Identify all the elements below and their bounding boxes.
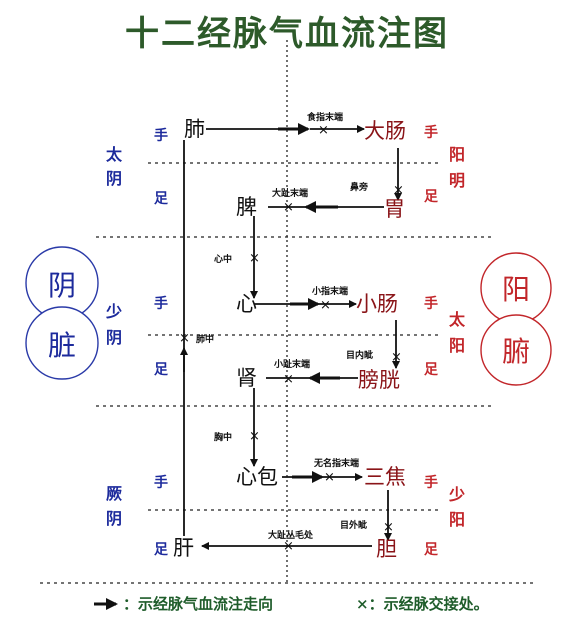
legend-arrow-item: →：：示经脉气血流注走向 bbox=[123, 593, 273, 614]
right-group-2-char-2: 阳 bbox=[449, 336, 465, 355]
organ-small-intestine: 小肠 bbox=[356, 292, 398, 316]
junction-outer-canthus: 目外眦 bbox=[340, 519, 367, 531]
left-group-3-foot: 足 bbox=[154, 542, 169, 558]
right-group-3-hand: 手 bbox=[424, 474, 438, 491]
left-group-2-foot: 足 bbox=[154, 362, 169, 378]
cross-heart-center: × bbox=[249, 251, 260, 266]
cross-big-toe-hair: × bbox=[283, 539, 294, 554]
junction-big-toe-hair: 大趾丛毛处 bbox=[268, 529, 314, 541]
junction-heart-center: 心中 bbox=[214, 253, 232, 265]
left-group-1-char-2: 阴 bbox=[106, 169, 122, 188]
junction-marks: × × × × × × × × × × × × bbox=[179, 123, 404, 554]
cross-outer-canthus: × bbox=[383, 520, 394, 535]
junction-chest-center: 胸中 bbox=[214, 431, 232, 443]
yin-circle-bottom bbox=[25, 306, 99, 380]
right-group-1-char-2: 明 bbox=[449, 171, 465, 190]
cross-nose-side: × bbox=[393, 183, 404, 198]
yin-circle-bottom-text: 脏 bbox=[48, 329, 76, 362]
organ-lung: 肺 bbox=[184, 117, 205, 141]
cross-chest-center: × bbox=[249, 429, 260, 444]
right-group-1-char-1: 阳 bbox=[449, 145, 465, 164]
page-title: 十二经脉气血流注图 bbox=[125, 14, 449, 54]
cross-little-toe: × bbox=[283, 372, 294, 387]
legend-arrow-text: 示经脉气血流注走向 bbox=[138, 595, 274, 613]
legend-cross-symbol: ×： bbox=[356, 595, 384, 613]
left-group-3-hand: 手 bbox=[154, 474, 168, 491]
right-group-1-hand: 手 bbox=[424, 124, 438, 141]
cross-big-toe-tip: × bbox=[283, 200, 294, 215]
left-group-3-char-1: 厥 bbox=[106, 484, 122, 503]
left-group-2-char-2: 阴 bbox=[106, 328, 122, 347]
organ-bladder: 膀胱 bbox=[358, 368, 400, 392]
legend-arrow-colon: ： bbox=[123, 595, 139, 613]
junction-labels: 食指末端 鼻旁 大趾末端 心中 小指末端 目内眦 肺中 小趾末端 胸中 无名指末… bbox=[196, 111, 373, 541]
left-group-3-char-2: 阴 bbox=[106, 509, 122, 528]
right-group-3-char-1: 少 bbox=[448, 485, 465, 504]
organ-pericardium: 心包 bbox=[236, 465, 278, 489]
flow-lines bbox=[180, 123, 402, 550]
junction-lung-center: 肺中 bbox=[196, 333, 214, 345]
section-dividers bbox=[40, 162, 536, 584]
organ-kidney: 肾 bbox=[236, 366, 257, 390]
right-group-2-hand: 手 bbox=[424, 295, 438, 312]
organ-stomach: 胃 bbox=[384, 197, 405, 221]
right-group-3-foot: 足 bbox=[424, 542, 439, 558]
organ-spleen: 脾 bbox=[236, 195, 257, 219]
right-meridian-labels: 手 足 阳 明 手 足 太 阳 手 足 少 阳 bbox=[424, 124, 466, 558]
junction-little-finger-tip: 小指末端 bbox=[311, 285, 348, 297]
junction-nose-side: 鼻旁 bbox=[350, 181, 368, 193]
cross-little-finger: × bbox=[320, 298, 331, 313]
yin-circle-top-text: 阴 bbox=[48, 269, 76, 302]
yang-organ-circles: 阳 腑 bbox=[480, 252, 552, 386]
junction-little-toe-tip: 小趾末端 bbox=[273, 358, 310, 370]
left-group-2-char-1: 少 bbox=[105, 302, 122, 321]
cross-ring-finger: × bbox=[324, 470, 335, 485]
organ-sanjiao: 三焦 bbox=[364, 465, 406, 489]
organ-gallbladder: 胆 bbox=[376, 537, 397, 561]
yang-circle-top-text: 阳 bbox=[502, 273, 530, 306]
cross-lung-center: × bbox=[179, 331, 190, 346]
left-meridian-labels: 太 阴 手 足 少 阴 手 足 厥 阴 手 足 bbox=[105, 127, 169, 558]
left-group-1-char-1: 太 bbox=[105, 145, 123, 164]
yang-circle-bottom bbox=[480, 314, 552, 386]
cross-index-finger: × bbox=[318, 123, 329, 138]
organ-large-intestine: 大肠 bbox=[364, 119, 406, 143]
legend-cross-text: 示经脉交接处。 bbox=[383, 595, 489, 613]
left-group-1-hand: 手 bbox=[154, 127, 168, 144]
organ-liver: 肝 bbox=[173, 536, 194, 560]
junction-index-finger-tip: 食指末端 bbox=[306, 111, 343, 123]
cross-inner-canthus: × bbox=[391, 350, 402, 365]
right-group-3-char-2: 阳 bbox=[449, 510, 465, 529]
right-group-1-foot: 足 bbox=[424, 189, 439, 205]
legend-cross-item: ×：示经脉交接处。 bbox=[356, 593, 489, 614]
organs: 肺 大肠 脾 胃 心 小肠 肾 膀胱 心包 三焦 肝 胆 bbox=[173, 117, 406, 561]
yang-circle-bottom-text: 腑 bbox=[502, 335, 530, 368]
organ-heart: 心 bbox=[236, 292, 257, 316]
yin-organ-circles: 阴 脏 bbox=[25, 246, 99, 380]
junction-ring-finger-tip: 无名指末端 bbox=[313, 457, 359, 469]
left-group-2-hand: 手 bbox=[154, 295, 168, 312]
junction-big-toe-tip: 大趾末端 bbox=[272, 187, 308, 199]
junction-inner-canthus: 目内眦 bbox=[346, 349, 373, 361]
left-group-1-foot: 足 bbox=[154, 191, 169, 207]
right-group-2-foot: 足 bbox=[424, 362, 439, 378]
right-group-2-char-1: 太 bbox=[448, 310, 466, 329]
